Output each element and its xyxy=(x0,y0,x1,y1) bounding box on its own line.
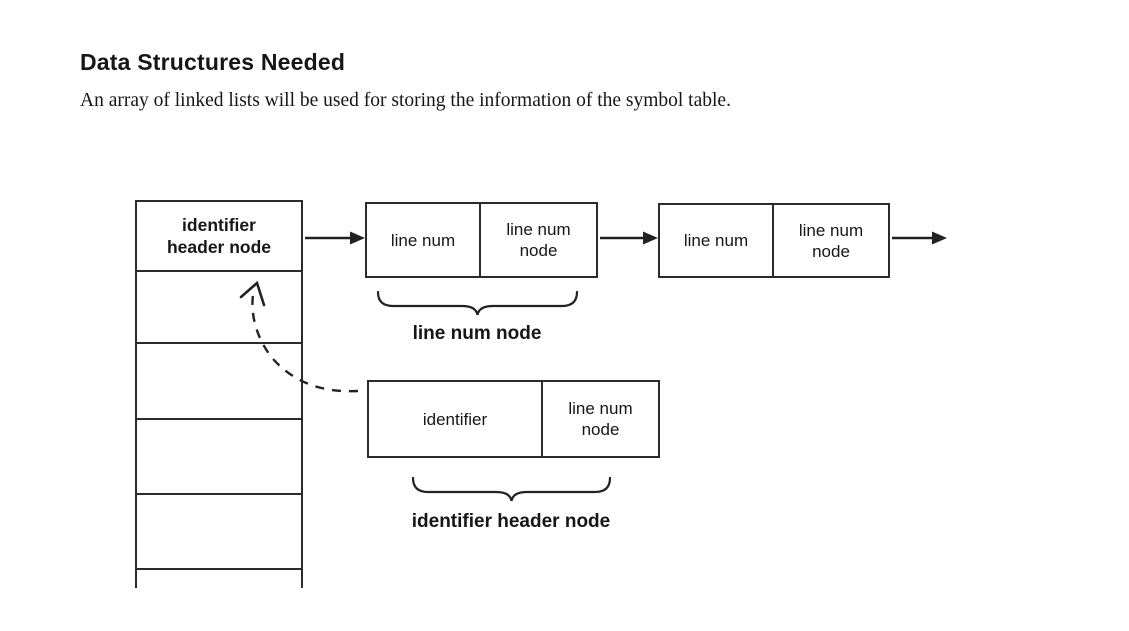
line-num-node-pointer-field: line num node xyxy=(506,220,571,260)
link-arrow-2 xyxy=(600,231,658,245)
line-num-node-pointer-field: line num node xyxy=(568,399,633,439)
line-num-node-caption: line num node xyxy=(412,323,542,344)
symbol-table-array: identifier header node xyxy=(135,200,303,588)
link-arrow-3 xyxy=(892,231,947,245)
array-cell xyxy=(137,495,301,570)
underbrace-identifier-header xyxy=(411,476,612,502)
page-title: Data Structures Needed xyxy=(80,49,346,75)
identifier-header-node-box: identifier line num node xyxy=(367,380,660,458)
array-cell xyxy=(137,344,301,420)
line-num-field: line num xyxy=(660,205,774,276)
array-header-cell: identifier header node xyxy=(137,202,301,272)
underbrace-line-num-node xyxy=(376,290,579,316)
array-cell xyxy=(137,420,301,495)
identifier-header-node-caption: identifier header node xyxy=(411,511,611,532)
link-arrow-1 xyxy=(305,231,365,245)
array-cell xyxy=(137,272,301,344)
array-continuation xyxy=(137,570,301,588)
line-num-field: line num xyxy=(367,204,481,276)
array-header-cell-label: identifier header node xyxy=(166,215,272,257)
list-node-2: line num line num node xyxy=(658,203,890,278)
identifier-field: identifier xyxy=(369,382,543,456)
list-node-1: line num line num node xyxy=(365,202,598,278)
line-num-node-pointer-field: line num node xyxy=(798,220,864,261)
intro-text: An array of linked lists will be used fo… xyxy=(80,90,731,111)
